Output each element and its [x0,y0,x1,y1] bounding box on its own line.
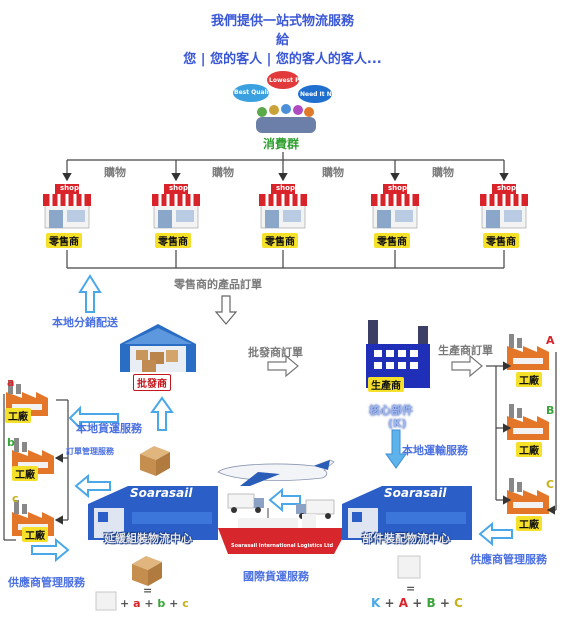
arrow-supplier-right-left [478,521,513,547]
retailer-label-1: 零售商 [46,233,82,248]
purchase-label-3: 購物 [322,166,344,179]
brand-right: Soarasail [384,486,447,500]
factory-label-left-b: 工廠 [12,466,38,481]
formula-left-c: c [182,597,189,610]
truck-icons [227,493,335,519]
shop-sign-3: shop [276,184,295,192]
equals-left: = [143,584,153,597]
local-transport-label: 本地運輸服務 [402,444,468,457]
left-factory-lines [3,394,69,541]
manufacturer-order-label: 生產商訂單 [438,344,493,357]
core-parts-label: 核心部件 [369,404,413,417]
local-distribution-up-arrow [78,274,102,313]
supplier-management-label-right: 供應商管理服務 [470,553,547,566]
factory-label-right-c: 工廠 [516,516,542,531]
local-distribution-label: 本地分銷配送 [52,316,118,329]
supplier-management-label-left: 供應商管理服務 [8,576,85,589]
bubble-best-quality: Best Quality [234,89,276,96]
cardboard-box-icons [95,446,421,611]
right-factory-lines [486,352,557,515]
down-arrow-to-wholesaler [214,295,238,325]
shop-sign-1: shop [60,184,79,192]
cargo-ship-icon [218,508,348,554]
formula-right-plus-3: + [439,596,450,610]
formula-left-plus-3: + [169,597,179,610]
airplane-icon [217,459,335,486]
equals-right: = [406,582,416,595]
arrow-local-freight-left [68,405,119,431]
shop-icons [43,184,528,229]
factory-mark-left-c: c [12,492,19,505]
title-line-2: 給 [275,33,289,48]
formula-left: + a + b + c [120,597,189,610]
consumer-distribution-lines [62,152,509,182]
bubble-need-it-now: Need It Now [300,91,342,98]
title-line-1: 我們提供一站式物流服務 [210,14,354,29]
formula-right-a: A [398,596,409,610]
purchase-label-2: 購物 [212,166,234,179]
purchase-label-4: 購物 [432,166,454,179]
order-management-label: 訂單管理服務 [66,447,114,456]
formula-right-plus-2: + [412,596,423,610]
factory-label-right-a: 工廠 [516,372,542,387]
retailer-label-5: 零售商 [483,233,519,248]
retailer-order-label: 零售商的產品訂單 [174,278,262,291]
bubble-lowest-price: Lowest Price [269,77,313,84]
factory-label-left-c: 工廠 [22,527,48,542]
formula-right-k: K [371,596,381,610]
factory-mark-left-b: b [7,436,15,449]
factory-mark-left-a: a [7,376,15,389]
manufacturer-label: 生產商 [368,377,404,392]
factory-icons-left [6,380,54,536]
formula-right-plus-1: + [384,596,395,610]
parts-assembly-center-label: 部件裝配物流中心 [362,532,450,545]
purchase-label-1: 購物 [104,166,126,179]
brand-left: Soarasail [130,486,193,500]
arrow-manufacturer-to-factories [451,354,483,378]
formula-left-a: a [133,597,141,610]
wholesaler-label: 批發商 [133,374,171,391]
consumer-group-icon [233,71,332,133]
deferred-assembly-center-label: 延緩組裝物流中心 [104,532,192,545]
formula-right: K + A + B + C [371,596,463,610]
retailer-label-3: 零售商 [262,233,298,248]
factory-mark-right-a: A [546,334,555,347]
wholesaler-order-label: 批發商訂單 [248,346,303,359]
formula-left-b: b [157,597,166,610]
arrow-wholesaler-to-manufacturer [267,354,299,378]
factory-mark-right-c: C [546,478,555,491]
formula-right-b: B [426,596,436,610]
arrow-up-to-wholesaler [150,396,174,431]
formula-left-plus-2: + [144,597,154,610]
retailer-order-lines [66,250,505,269]
local-freight-label: 本地貨運服務 [76,422,142,435]
retailer-label-2: 零售商 [155,233,191,248]
ship-name: Soarasail International Logistics Ltd [231,543,334,549]
wholesaler-warehouse-icon [120,324,196,372]
factory-label-left-a: 工廠 [5,408,31,423]
core-parts-letter: (K) [388,417,407,430]
arrow-supplier-left-right [31,537,70,563]
factory-label-right-b: 工廠 [516,442,542,457]
retailer-label-4: 零售商 [374,233,410,248]
factory-mark-right-b: B [546,404,555,417]
title-line-3: 您 | 您的客人 | 您的客人的客人... [183,52,382,67]
international-freight-label: 國際貨運服務 [243,570,309,583]
consumers-label: 消費群 [263,137,300,151]
shop-sign-2: shop [169,184,188,192]
formula-right-c: C [454,596,463,610]
factory-icons-right [507,334,549,514]
arrow-down-local-transport [385,429,407,469]
arrow-international-left [268,487,301,513]
arrow-deferred-center-left [74,473,111,499]
deferred-assembly-center-icon [88,486,218,540]
shop-sign-5: shop [497,184,516,192]
formula-left-plus-1: + [120,597,130,610]
shop-sign-4: shop [388,184,407,192]
parts-assembly-center-icon [342,486,472,540]
